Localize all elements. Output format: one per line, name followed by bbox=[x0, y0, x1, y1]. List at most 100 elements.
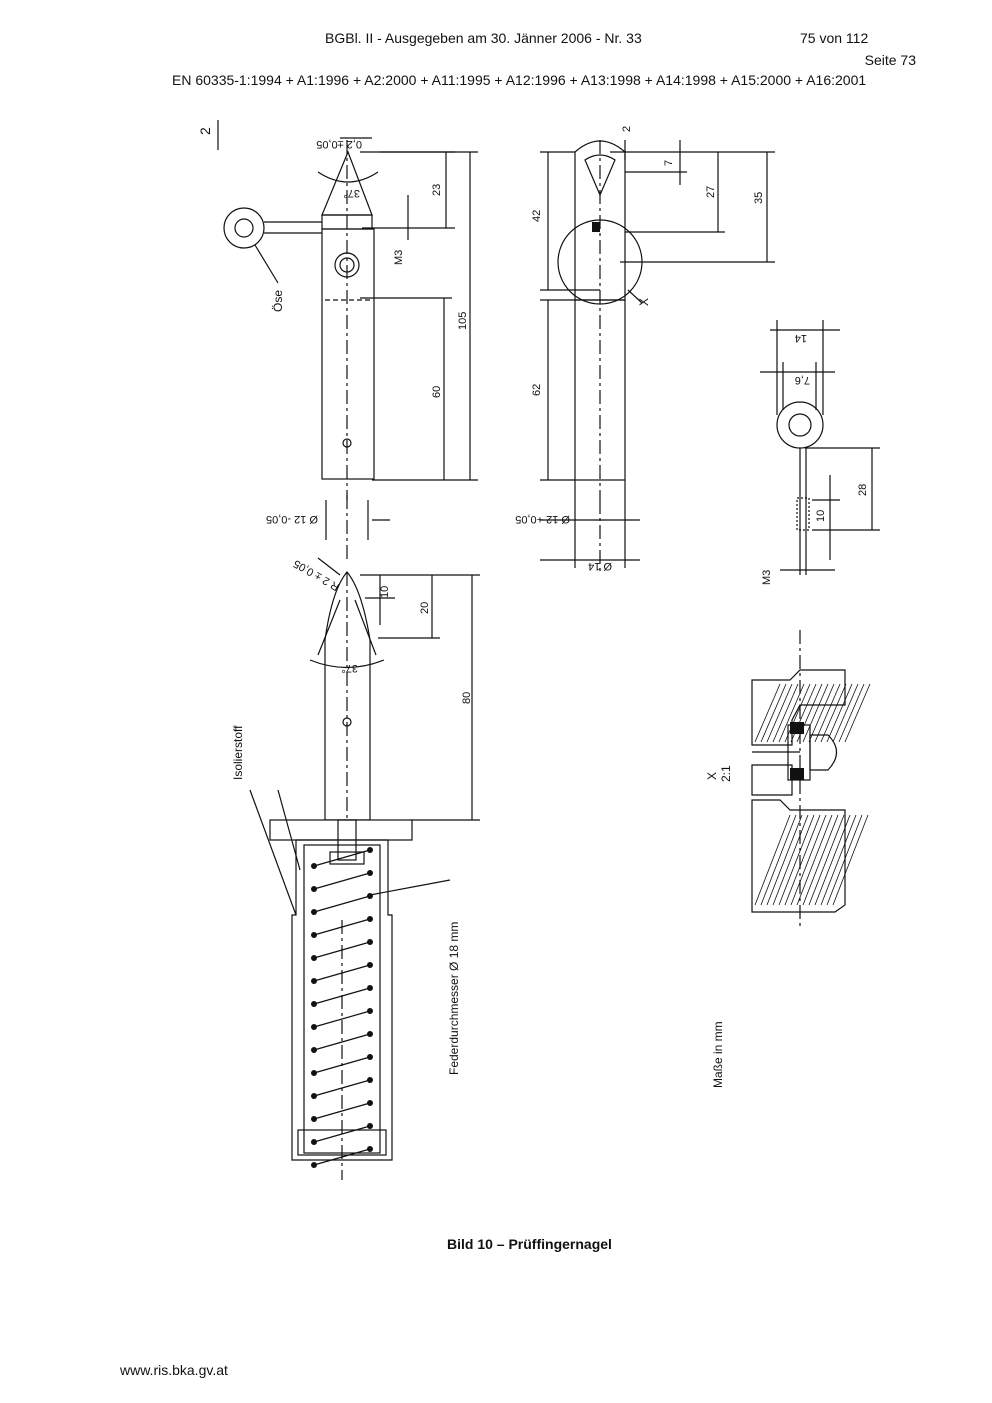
dimensions-lower bbox=[317, 519, 480, 821]
hatch-line bbox=[760, 683, 787, 743]
section-detail-x bbox=[751, 630, 846, 930]
label-federdurchmesser: Federdurchmesser Ø 18 mm bbox=[447, 922, 461, 1075]
hatch-line bbox=[784, 814, 821, 906]
spring-coil-line bbox=[313, 1056, 371, 1074]
hatch-line bbox=[754, 683, 781, 743]
hatch-line bbox=[766, 814, 803, 906]
spring-coil-section bbox=[367, 1031, 373, 1037]
spring-coil-line bbox=[313, 895, 371, 913]
spring-handle bbox=[249, 789, 413, 1180]
spring-coil-section bbox=[311, 1162, 317, 1168]
spring-coil-section bbox=[367, 847, 373, 853]
dim-m3-top: M3 bbox=[393, 250, 405, 265]
header-title: BGBl. II - Ausgegeben am 30. Jänner 2006… bbox=[325, 30, 642, 46]
hatch-line bbox=[796, 814, 833, 906]
label-detail-x: X bbox=[705, 772, 719, 780]
dim-2: 2 bbox=[621, 126, 633, 132]
dim-eye-14: 14 bbox=[795, 332, 807, 344]
dim-d12-left: Ø 12 -0,05 bbox=[266, 513, 318, 525]
spring-coil-section bbox=[367, 1054, 373, 1060]
spring-coil-section bbox=[367, 1100, 373, 1106]
spring-coil-section bbox=[367, 870, 373, 876]
header-page-number: Seite 73 bbox=[864, 52, 916, 68]
hatch-line bbox=[766, 683, 793, 743]
hatch-line bbox=[844, 683, 871, 743]
dim-27: 27 bbox=[705, 186, 717, 198]
label-masse-in-mm: Maße in mm bbox=[711, 1021, 725, 1088]
spring-coil-line bbox=[313, 918, 371, 936]
hatch-line bbox=[778, 683, 805, 743]
hatch-line bbox=[796, 683, 823, 743]
hatch-line bbox=[802, 683, 829, 743]
hatch-line bbox=[826, 814, 863, 906]
spring-coils bbox=[311, 847, 373, 1168]
figure-caption: Bild 10 – Prüffingernagel bbox=[447, 1236, 612, 1252]
spring-coil-line bbox=[313, 941, 371, 959]
spring-coil-line bbox=[313, 1079, 371, 1097]
hatch-line bbox=[820, 683, 847, 743]
nail-upper-view bbox=[321, 140, 375, 500]
label-isolierstoff: Isolierstoff bbox=[231, 725, 245, 780]
eyelet-left bbox=[223, 207, 322, 284]
spring-coil-section bbox=[367, 1077, 373, 1083]
hatch-line bbox=[808, 814, 845, 906]
spring-coil-line bbox=[313, 987, 371, 1005]
hatch-line bbox=[790, 683, 817, 743]
label-oese: Öse bbox=[271, 290, 285, 312]
hatch-line bbox=[814, 814, 851, 906]
dim-r2: R 2 ± 0,05 bbox=[292, 557, 342, 593]
hatch-line bbox=[784, 683, 811, 743]
hatch-line bbox=[802, 814, 839, 906]
dimensions-side-view bbox=[540, 140, 775, 481]
spring-coil-section bbox=[311, 1116, 317, 1122]
spring-coil-line bbox=[313, 964, 371, 982]
spring-coil-line bbox=[313, 1125, 371, 1143]
hatch-line bbox=[772, 814, 809, 906]
spring-coil-line bbox=[313, 1033, 371, 1051]
hatch-line bbox=[778, 814, 815, 906]
dim-angle-top: 37° bbox=[343, 187, 360, 199]
dim-tol-02: 0,2 ±0,05 bbox=[316, 138, 362, 150]
dim-eye-m3: M3 bbox=[761, 570, 773, 585]
spring-coil-section bbox=[311, 886, 317, 892]
dimensions-upper-left bbox=[317, 137, 478, 481]
spring-coil-section bbox=[367, 893, 373, 899]
footer-url: www.ris.bka.gv.at bbox=[120, 1362, 228, 1378]
dim-7: 7 bbox=[663, 160, 675, 166]
dim-eye-10: 10 bbox=[815, 510, 827, 522]
hatch-line bbox=[808, 683, 835, 743]
spring-coil-section bbox=[311, 932, 317, 938]
hatch-line bbox=[754, 814, 791, 906]
hatch-line bbox=[814, 683, 841, 743]
dim-10-tip: 10 bbox=[379, 586, 391, 598]
dim-42: 42 bbox=[531, 210, 543, 222]
spring-coil-section bbox=[311, 955, 317, 961]
label-detail-scale: 2:1 bbox=[719, 765, 733, 782]
hatch-line bbox=[832, 814, 869, 906]
dim-62: 62 bbox=[531, 384, 543, 396]
spring-coil-section bbox=[367, 1123, 373, 1129]
spring-coil-section bbox=[311, 1001, 317, 1007]
spring-coil-section bbox=[311, 909, 317, 915]
spring-coil-line bbox=[313, 872, 371, 890]
header-standard-reference: EN 60335-1:1994 + A1:1996 + A2:2000 + A1… bbox=[172, 72, 867, 88]
hatch-line bbox=[790, 814, 827, 906]
dim-35: 35 bbox=[753, 192, 765, 204]
spring-coil-section bbox=[311, 1024, 317, 1030]
spring-coil-section bbox=[367, 1146, 373, 1152]
dim-60: 60 bbox=[431, 386, 443, 398]
section-hatching bbox=[754, 683, 871, 906]
hatch-line bbox=[760, 814, 797, 906]
dim-20: 20 bbox=[419, 602, 431, 614]
spring-coil-section bbox=[311, 1047, 317, 1053]
diameter-dimensions-side bbox=[540, 480, 640, 575]
spring-coil-section bbox=[311, 1070, 317, 1076]
spring-coil-section bbox=[367, 962, 373, 968]
spring-coil-section bbox=[311, 1093, 317, 1099]
dim-23: 23 bbox=[431, 184, 443, 196]
nail-side-view bbox=[557, 140, 643, 500]
spring-coil-section bbox=[367, 916, 373, 922]
spring-coil-section bbox=[311, 863, 317, 869]
hatch-line bbox=[772, 683, 799, 743]
